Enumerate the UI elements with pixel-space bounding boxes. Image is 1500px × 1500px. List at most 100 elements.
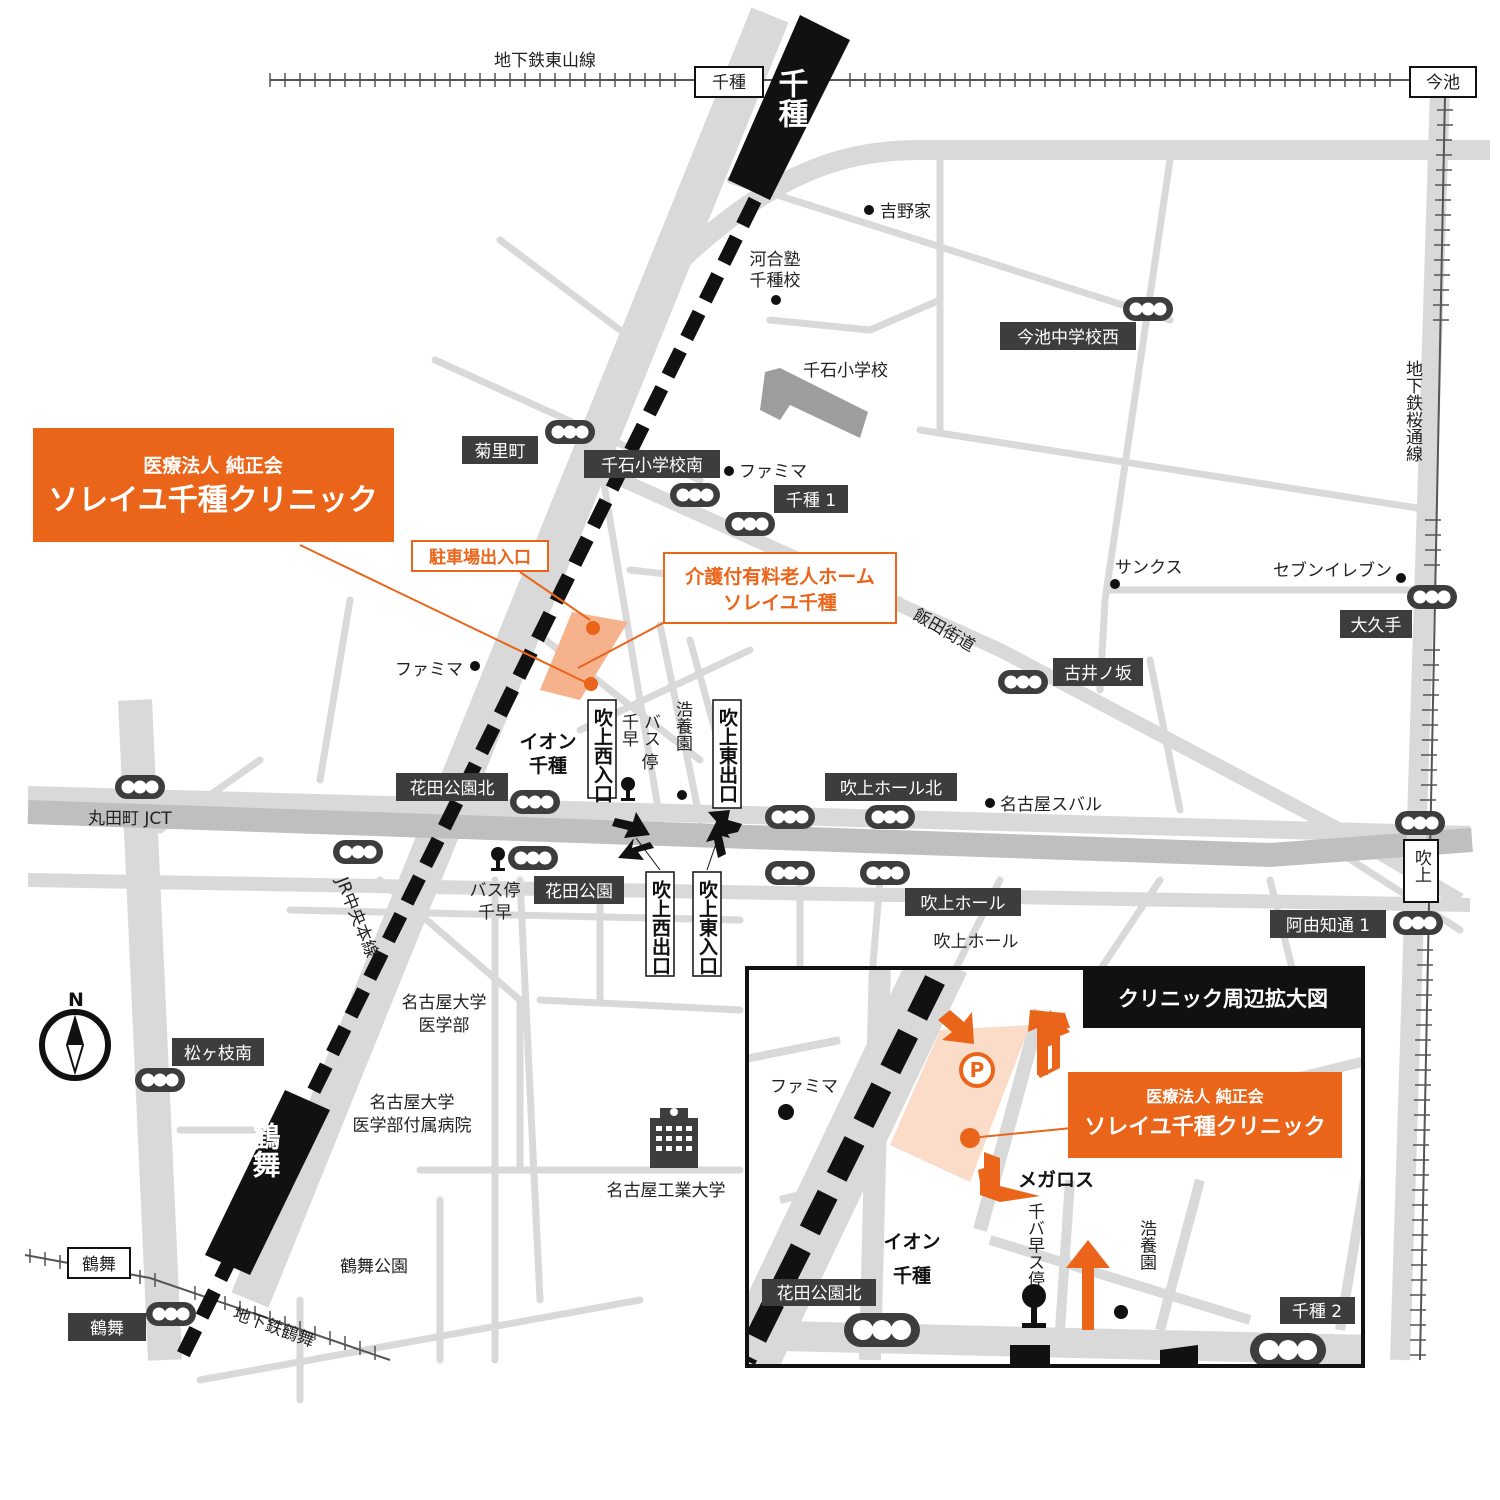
- inset-hanada-north-label: 花田公園北: [777, 1284, 862, 1304]
- svg-text:今池中学校西: 今池中学校西: [1017, 328, 1119, 348]
- signal: [1407, 585, 1457, 609]
- intersection-senseki-south: 千石小学校南: [584, 450, 720, 478]
- svg-text:ソレイユ千種クリニック: ソレイユ千種クリニック: [48, 483, 377, 518]
- svg-text:花田公園北: 花田公園北: [410, 779, 495, 799]
- nursing-home-label: 介護付有料老人ホーム ソレイユ千種: [663, 552, 897, 624]
- label-nagoya-subaru: 名古屋スバル: [1000, 795, 1102, 815]
- inset-chikusa2-label: 千種 2: [1292, 1302, 1342, 1322]
- svg-text:N: N: [68, 989, 84, 1011]
- signal: [998, 670, 1048, 694]
- higashiyama-line-label: 地下鉄東山線: [494, 51, 596, 71]
- svg-text:千種: 千種: [712, 73, 746, 93]
- label-fukiage-hall: 吹上ホール: [934, 932, 1019, 952]
- bus-stop-icon: [491, 847, 505, 871]
- label-nu-med1: 名古屋大学: [402, 993, 487, 1013]
- svg-text:花田公園: 花田公園: [545, 882, 613, 902]
- svg-text:大久手: 大久手: [1351, 616, 1402, 636]
- inset-clinic-org: 医療法人 純正会: [1146, 1087, 1264, 1106]
- svg-text:古井ノ坂: 古井ノ坂: [1064, 664, 1132, 684]
- inset-clinic-name: ソレイユ千種クリニック: [1084, 1115, 1326, 1140]
- entrance-arrows: [938, 1010, 1110, 1330]
- signal: [135, 1068, 185, 1092]
- svg-text:吹上ホール北: 吹上ホール北: [840, 779, 942, 799]
- svg-text:吹上西出口: 吹上西出口: [649, 879, 671, 975]
- svg-text:千種: 千種: [773, 68, 809, 128]
- tsurumai-station-block: 鶴舞: [205, 1090, 330, 1275]
- signal: [725, 512, 775, 536]
- landmark-dots: [470, 205, 1406, 808]
- svg-text:鶴舞: 鶴舞: [90, 1319, 124, 1339]
- label-tsurumai-park: 鶴舞公園: [340, 1257, 408, 1277]
- inset-megaros-label: メガロス: [1018, 1169, 1094, 1191]
- label-koyoen: 浩養園: [672, 700, 693, 751]
- label-famima1: ファミマ: [739, 462, 807, 482]
- higashiyama-line: [269, 73, 1470, 87]
- label-kawai1: 河合塾: [750, 249, 801, 270]
- signal: [860, 861, 910, 885]
- intersection-fukiage-hall-north: 吹上ホール北: [825, 773, 957, 801]
- svg-text:鶴舞: 鶴舞: [82, 1255, 116, 1275]
- imaike-station-box: 今池: [1409, 66, 1477, 98]
- svg-text:医療法人 純正会: 医療法人 純正会: [143, 454, 283, 477]
- svg-text:駐車場出入口: 駐車場出入口: [429, 547, 531, 568]
- label-aeon2: 千種: [529, 755, 567, 777]
- intersection-hanada: 花田公園: [534, 876, 624, 904]
- ramp-pointers: [635, 837, 719, 871]
- intersection-kikusato: 菊里町: [462, 436, 538, 464]
- svg-text:吹上西入口: 吹上西入口: [591, 707, 613, 803]
- intersection-furuino: 古井ノ坂: [1053, 658, 1143, 686]
- svg-text:阿由知通 1: 阿由知通 1: [1286, 916, 1370, 936]
- label-bus-stop2: バス停: [470, 881, 521, 901]
- label-kawai2: 千種校: [750, 271, 801, 291]
- fukiage-station-box: 吹上: [1403, 839, 1439, 903]
- label-seven: セブンイレブン: [1273, 560, 1392, 581]
- label-aeon1: イオン: [519, 731, 576, 753]
- inset-title: クリニック周辺拡大図: [1118, 987, 1328, 1011]
- inset-koyoen-label: 浩養園: [1136, 1219, 1157, 1270]
- leader-lines: [299, 544, 666, 683]
- label-sunkus: サンクス: [1115, 558, 1183, 578]
- parking-symbol-icon: P: [970, 1058, 985, 1082]
- svg-text:吹上: 吹上: [1411, 849, 1432, 883]
- bus-stop-icon: [621, 777, 635, 801]
- intersection-chikusa1: 千種 1: [774, 485, 848, 513]
- signal: [670, 483, 720, 507]
- svg-text:吹上ホール: 吹上ホール: [921, 894, 1006, 914]
- label-bus-b: 停: [642, 753, 659, 773]
- svg-text:介護付有料老人ホーム: 介護付有料老人ホーム: [684, 565, 874, 588]
- label-bus-c: 千早: [618, 713, 639, 747]
- intersection-okute: 大久手: [1340, 610, 1412, 638]
- tsurumai-subway-label: 地下鉄鶴舞: [230, 1304, 317, 1352]
- signal: [115, 775, 165, 799]
- signal: [146, 1302, 196, 1326]
- sakuradori-line-label: 地下鉄桜通線: [1402, 360, 1423, 462]
- signal: [765, 861, 815, 885]
- intersection-imaike-jhs: 今池中学校西: [1000, 322, 1136, 350]
- ramp-east-out: 吹上東出口: [712, 699, 742, 809]
- inset-aeon2-label: 千種: [893, 1265, 931, 1287]
- signal: [765, 805, 815, 829]
- svg-text:千種 1: 千種 1: [786, 491, 836, 511]
- label-nu-med2: 医学部: [419, 1016, 470, 1036]
- main-diagonal-road: [231, 7, 789, 1308]
- label-chihaya2: 千早: [478, 903, 512, 923]
- ramp-east-in: 吹上東入口: [692, 871, 722, 977]
- signal: [1393, 911, 1443, 935]
- signal: [508, 846, 558, 870]
- label-bus-a: バス: [640, 713, 660, 747]
- inset-famima-label: ファミマ: [770, 1077, 838, 1097]
- road-to-imaike: [652, 139, 1490, 288]
- main-road-north-lane: [27, 786, 1471, 844]
- tsurumai-station-box: 鶴舞: [67, 1247, 131, 1279]
- clinic-inset-map: クリニック周辺拡大図 P ファミマ メガロス イオン 千種 千バ早ス停 浩養園 …: [745, 966, 1365, 1368]
- label-famima2: ファミマ: [395, 660, 463, 680]
- signal: [865, 805, 915, 829]
- svg-text:ソレイユ千種: ソレイユ千種: [723, 592, 837, 614]
- clinic-callout: 医療法人 純正会 ソレイユ千種クリニック: [33, 428, 394, 542]
- ramp-west-out: 吹上西出口: [645, 871, 675, 977]
- label-jct: 丸田町 JCT: [88, 809, 172, 829]
- intersection-tsurumai: 鶴舞: [68, 1313, 146, 1341]
- svg-text:松ヶ枝南: 松ヶ枝南: [184, 1044, 252, 1064]
- school-building: [760, 368, 868, 438]
